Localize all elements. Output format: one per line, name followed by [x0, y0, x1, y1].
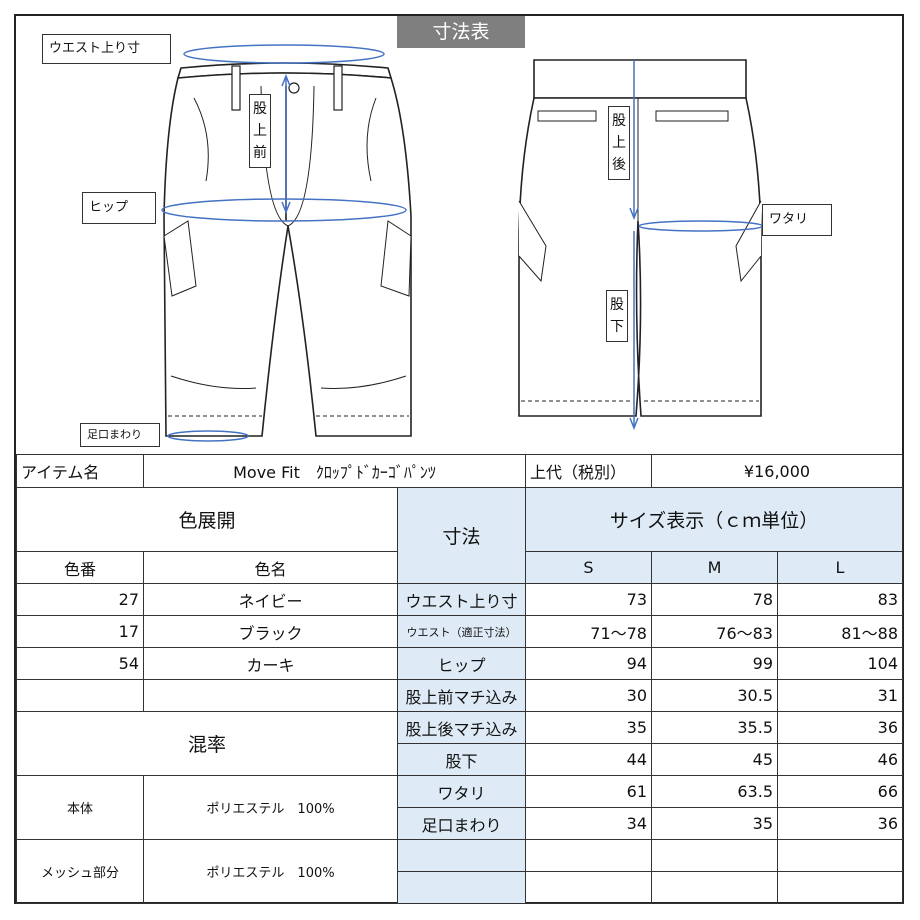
size-row: 股上前マチ込み 30 30.5 31 — [397, 679, 904, 712]
color-row: 27 ネイビー — [16, 583, 399, 616]
pants-illustration — [161, 44, 764, 442]
color-no-header: 色番 — [16, 551, 144, 584]
size-row: 足口まわり 34 35 36 — [397, 807, 904, 840]
color-row — [16, 679, 399, 712]
size-table: 寸法 サイズ表示（ｃｍ単位） S M L ウエスト上り寸 73 78 83 ウエ… — [397, 487, 904, 904]
size-row — [397, 839, 904, 872]
size-col-m: M — [651, 551, 778, 584]
size-heading: 寸法 — [397, 487, 526, 584]
size-row: ヒップ 94 99 104 — [397, 647, 904, 680]
color-and-material-table: 色展開 色番 色名 27 ネイビー 17 ブラック 54 カーキ 混率 本体 ポ… — [15, 487, 399, 904]
callout-back-rise: 股上後 — [608, 106, 630, 180]
color-row: 17 ブラック — [16, 615, 399, 648]
color-row: 54 カーキ — [16, 647, 399, 680]
item-name-label: アイテム名 — [16, 454, 144, 488]
callout-hip: ヒップ — [82, 192, 156, 224]
size-row: 股下 44 45 46 — [397, 743, 904, 776]
mix-heading: 混率 — [15, 711, 399, 776]
callout-front-rise: 股上前 — [249, 94, 271, 168]
mix-row: 本体 ポリエステル 100% — [16, 775, 399, 840]
item-name-value: Move Fit ｸﾛｯﾌﾟﾄﾞｶｰｺﾞﾊﾟﾝﾂ — [143, 454, 526, 488]
mix-row: メッシュ部分 ポリエステル 100% — [16, 839, 399, 904]
price-label: 上代（税別） — [525, 454, 652, 488]
size-chart-title: 寸法表 — [397, 16, 525, 48]
size-row: 股上後マチ込み 35 35.5 36 — [397, 711, 904, 744]
size-row: ウエスト上り寸 73 78 83 — [397, 583, 904, 616]
callout-inseam: 股下 — [606, 290, 628, 342]
callout-thigh: ワタリ — [762, 204, 832, 236]
size-chart-sheet: 寸法表 ウエスト上り寸 ヒップ 足口まわり ワタリ 股上前 股上後 股下 アイテ… — [14, 14, 904, 904]
front-measure-lines — [161, 44, 407, 442]
size-col-l: L — [776, 551, 904, 584]
back-measure-lines — [629, 60, 764, 431]
size-row: ワタリ 61 63.5 66 — [397, 775, 904, 808]
back-view-pants — [518, 59, 762, 417]
callout-hem: 足口まわり — [80, 423, 160, 447]
technical-drawing-area: 寸法表 ウエスト上り寸 ヒップ 足口まわり ワタリ 股上前 股上後 股下 — [16, 16, 902, 454]
price-value: ¥16,000 — [651, 454, 903, 488]
color-name-header: 色名 — [142, 551, 399, 584]
size-row: ウエスト（適正寸法） 71～78 76～83 81～88 — [397, 615, 904, 648]
size-display-heading: サイズ表示（ｃｍ単位） — [524, 487, 904, 552]
item-info-table: アイテム名 Move Fit ｸﾛｯﾌﾟﾄﾞｶｰｺﾞﾊﾟﾝﾂ 上代（税別） ¥1… — [16, 454, 903, 488]
callout-waist: ウエスト上り寸 — [42, 34, 171, 64]
size-row — [397, 871, 904, 904]
size-col-s: S — [525, 551, 652, 584]
color-heading: 色展開 — [15, 487, 399, 552]
front-view-pants — [163, 62, 412, 437]
